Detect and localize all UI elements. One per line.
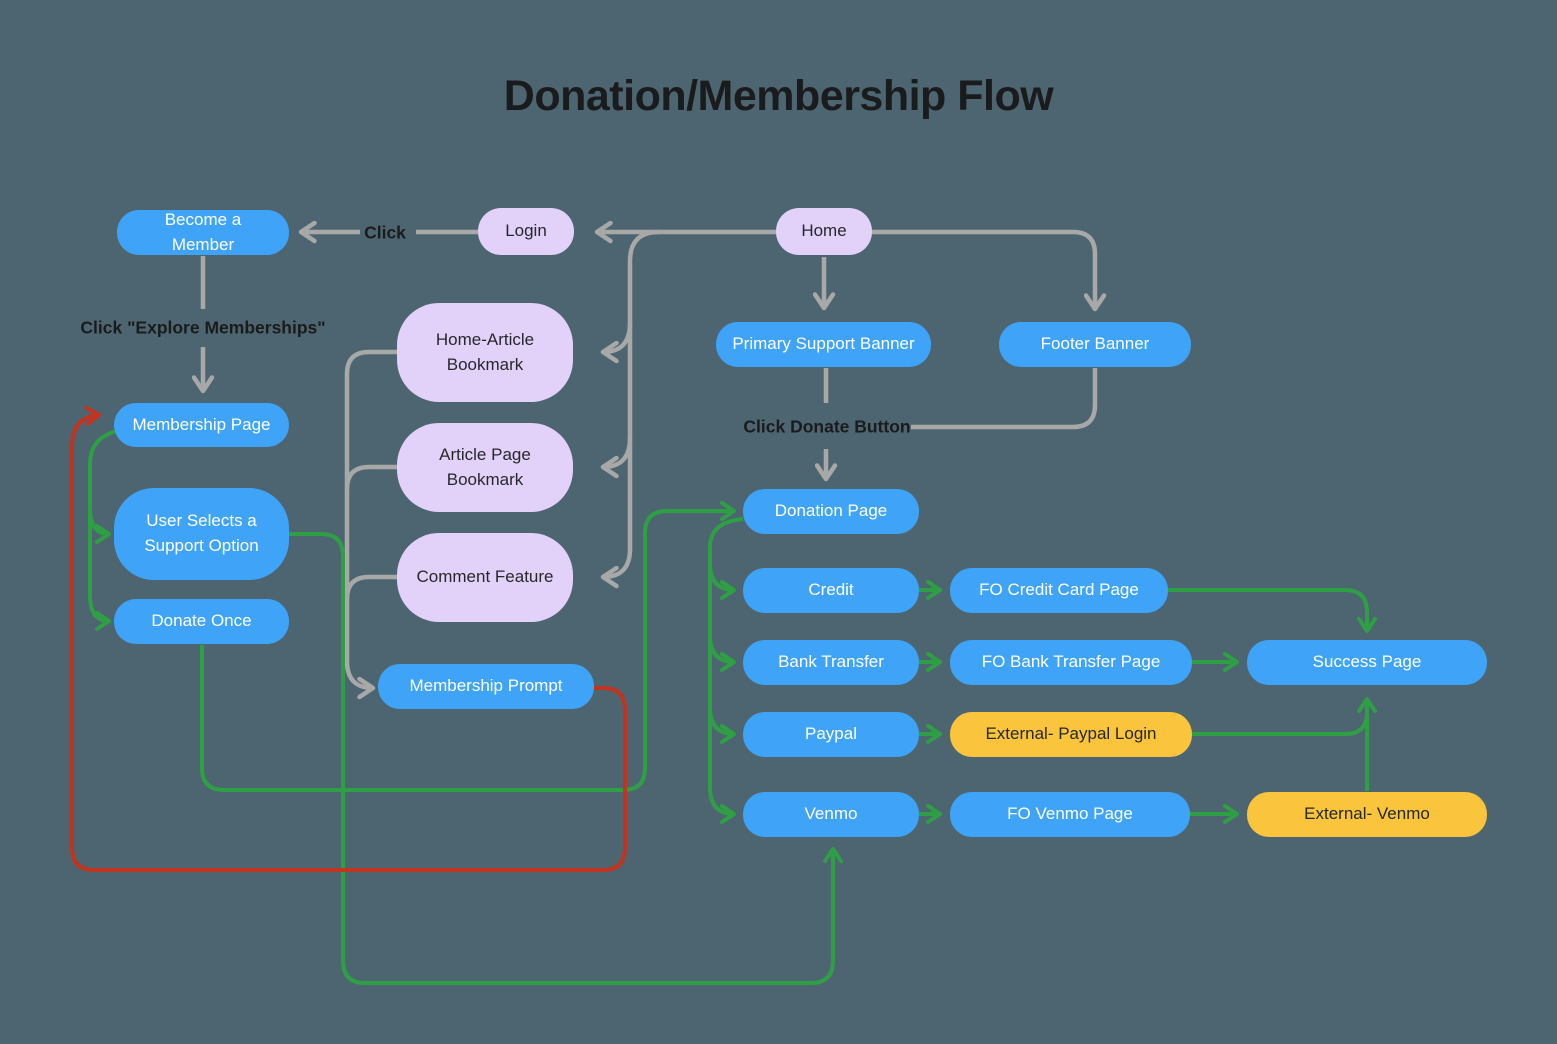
edge-article-page-bookmark-to-membership-prompt [344,464,397,490]
edge-comment-feature-to-membership-prompt [344,574,397,600]
node-article-page-bookmark[interactable]: Article Page Bookmark [397,423,573,512]
node-success-page[interactable]: Success Page [1247,640,1487,685]
node-home[interactable]: Home [776,208,872,255]
node-comment-feature[interactable]: Comment Feature [397,533,573,622]
node-membership-page[interactable]: Membership Page [114,403,289,447]
node-become-member[interactable]: Become a Member [117,210,289,255]
edge-home-to-home-article-bookmark [600,322,633,364]
node-home-article-bookmark[interactable]: Home-Article Bookmark [397,303,573,402]
node-credit[interactable]: Credit [743,568,919,613]
node-donation-page[interactable]: Donation Page [743,489,919,534]
node-user-selects-support[interactable]: User Selects a Support Option [114,488,289,580]
node-login[interactable]: Login [478,208,574,255]
node-fo-bank-transfer-page[interactable]: FO Bank Transfer Page [950,640,1192,685]
edge-label-explore: Click "Explore Memberships" [80,317,326,338]
node-paypal[interactable]: Paypal [743,712,919,757]
node-fo-venmo-page[interactable]: FO Venmo Page [950,792,1190,837]
node-external-paypal-login[interactable]: External- Paypal Login [950,712,1192,757]
edge-donation-page-to-venmo [708,517,744,824]
edge-membership-page-to-donate-once [88,429,118,631]
node-external-venmo[interactable]: External- Venmo [1247,792,1487,837]
edge-donation-page-to-bank-transfer [708,634,736,672]
node-fo-credit-card-page[interactable]: FO Credit Card Page [950,568,1168,613]
edge-donation-page-to-credit [708,562,736,600]
edge-home-to-comment-feature [600,229,660,589]
edge-label-click: Click [364,222,406,243]
edge-membership-prompt-to-membership-page [70,405,627,872]
node-donate-once[interactable]: Donate Once [114,599,289,644]
edge-home-to-article-page-bookmark [600,437,633,479]
diagram-title: Donation/Membership Flow [503,72,1054,120]
edge-home-article-bookmark-to-membership-prompt [344,349,397,700]
node-membership-prompt[interactable]: Membership Prompt [378,664,594,709]
edge-fo-credit-card-page-to-success-page [1168,588,1377,633]
edge-user-selects-support-to-venmo [289,532,843,985]
edge-footer-banner-to-donation-page [911,368,1098,430]
edge-label-donate-button: Click Donate Button [743,416,911,437]
edge-membership-page-to-user-selects-support [88,507,111,544]
node-venmo[interactable]: Venmo [743,792,919,837]
node-bank-transfer[interactable]: Bank Transfer [743,640,919,685]
edge-home-to-footer-banner [872,229,1107,312]
node-footer-banner[interactable]: Footer Banner [999,322,1191,367]
edge-external-paypal-login-to-success-page [1192,712,1369,736]
node-primary-support-banner[interactable]: Primary Support Banner [716,322,931,367]
edge-donate-once-to-donation-page [200,501,736,792]
edge-donation-page-to-paypal [708,706,736,744]
